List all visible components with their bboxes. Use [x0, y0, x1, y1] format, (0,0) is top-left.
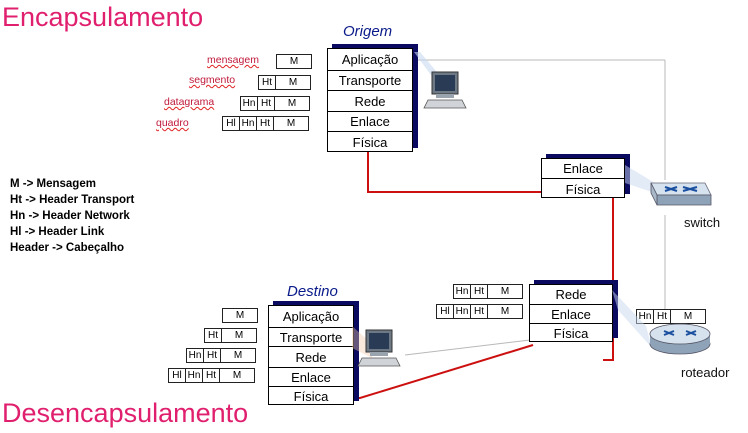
- packet-cell: Hn: [453, 304, 471, 319]
- legend-item: Header -> Cabeçalho: [10, 242, 125, 254]
- packet-cell: M: [274, 96, 310, 111]
- packet-cell: Hl: [436, 304, 454, 319]
- label-segmento: segmento: [189, 74, 236, 86]
- decap-packet-datagrama: Hn Ht M: [186, 348, 256, 363]
- packet-cell: Ht: [256, 116, 274, 131]
- destino-layer-transporte: Transporte: [269, 327, 353, 346]
- legend-item: Hn -> Header Network: [10, 210, 130, 222]
- packet-cell: M: [487, 304, 523, 319]
- packet-cell: M: [221, 328, 257, 343]
- packet-mensagem: M: [276, 54, 312, 69]
- legend: M -> Mensagem Ht -> Header Transport Hn …: [10, 176, 134, 256]
- label-mensagem: mensagem: [207, 54, 259, 66]
- router-layer-enlace: Enlace: [530, 304, 612, 323]
- origem-layer-aplicacao: Aplicação: [341, 52, 399, 67]
- router-label: roteador: [681, 365, 730, 380]
- switch-icon: [625, 165, 712, 206]
- packet-cell: M: [220, 348, 256, 363]
- packet-quadro: Hl Hn Ht M: [222, 116, 309, 131]
- origem-computer-icon: [414, 52, 467, 109]
- decap-packet-segmento: Ht M: [204, 328, 257, 343]
- router-layer-fisica: Física: [530, 323, 612, 343]
- label-datagrama: datagrama: [164, 96, 215, 108]
- packet-cell: Hn: [240, 96, 258, 111]
- packet-cell: Hl: [222, 116, 240, 131]
- packet-cell: Hn: [453, 284, 471, 299]
- switch-layer-enlace: Enlace: [563, 161, 603, 176]
- switch-layer-fisica: Física: [542, 178, 624, 199]
- packet-cell: M: [219, 368, 255, 383]
- packet-cell: M: [275, 75, 311, 90]
- origem-label: Origem: [343, 23, 393, 40]
- origem-layer-transporte: Transporte: [328, 70, 412, 90]
- packet-cell: Ht: [258, 75, 276, 90]
- legend-item: M -> Mensagem: [10, 178, 96, 190]
- packet-cell: Hn: [186, 348, 204, 363]
- packet-cell: M: [670, 309, 706, 324]
- packet-cell: M: [276, 54, 312, 69]
- router-packet-quadro: Hl Hn Ht M: [436, 304, 523, 319]
- legend-item: Ht -> Header Transport: [10, 194, 135, 206]
- destino-layer-aplicacao: Aplicação: [282, 309, 340, 324]
- packet-cell: Ht: [204, 328, 222, 343]
- packet-cell: Ht: [202, 368, 220, 383]
- packet-cell: Ht: [470, 284, 488, 299]
- decap-packet-quadro: Hl Hn Ht M: [168, 368, 255, 383]
- packet-datagrama: Hn Ht M: [240, 96, 310, 111]
- packet-cell: Ht: [257, 96, 275, 111]
- packet-cell: M: [273, 116, 309, 131]
- destino-layer-fisica: Física: [269, 386, 353, 406]
- origem-layer-enlace: Enlace: [328, 111, 412, 131]
- packet-segmento: Ht M: [258, 75, 311, 90]
- path-switch-router: [603, 175, 614, 361]
- destino-layer-enlace: Enlace: [269, 367, 353, 386]
- packet-cell: Hl: [168, 368, 186, 383]
- packet-cell: M: [222, 308, 258, 323]
- switch-label: switch: [684, 215, 721, 230]
- decap-packet-mensagem: M: [222, 308, 258, 323]
- router-layer-rede: Rede: [555, 287, 587, 302]
- router-side-packet: Hn Ht M: [636, 309, 706, 324]
- origem-layer-rede: Rede: [328, 90, 412, 111]
- packet-cell: Hn: [239, 116, 257, 131]
- legend-item: Hl -> Header Link: [10, 226, 105, 238]
- destino-label: Destino: [287, 283, 338, 300]
- label-quadro: quadro: [156, 117, 189, 129]
- destino-computer-icon: [352, 326, 401, 367]
- packet-cell: Hn: [185, 368, 203, 383]
- title-encapsulamento: Encapsulamento: [2, 2, 204, 32]
- packet-cell: Ht: [203, 348, 221, 363]
- destino-layer-rede: Rede: [269, 346, 353, 367]
- packet-cell: M: [487, 284, 523, 299]
- packet-cell: Ht: [470, 304, 488, 319]
- title-desencapsulamento: Desencapsulamento: [2, 398, 249, 428]
- router-icon: [612, 290, 711, 355]
- router-packet-datagrama: Hn Ht M: [453, 284, 523, 299]
- origem-layer-fisica: Física: [328, 131, 412, 153]
